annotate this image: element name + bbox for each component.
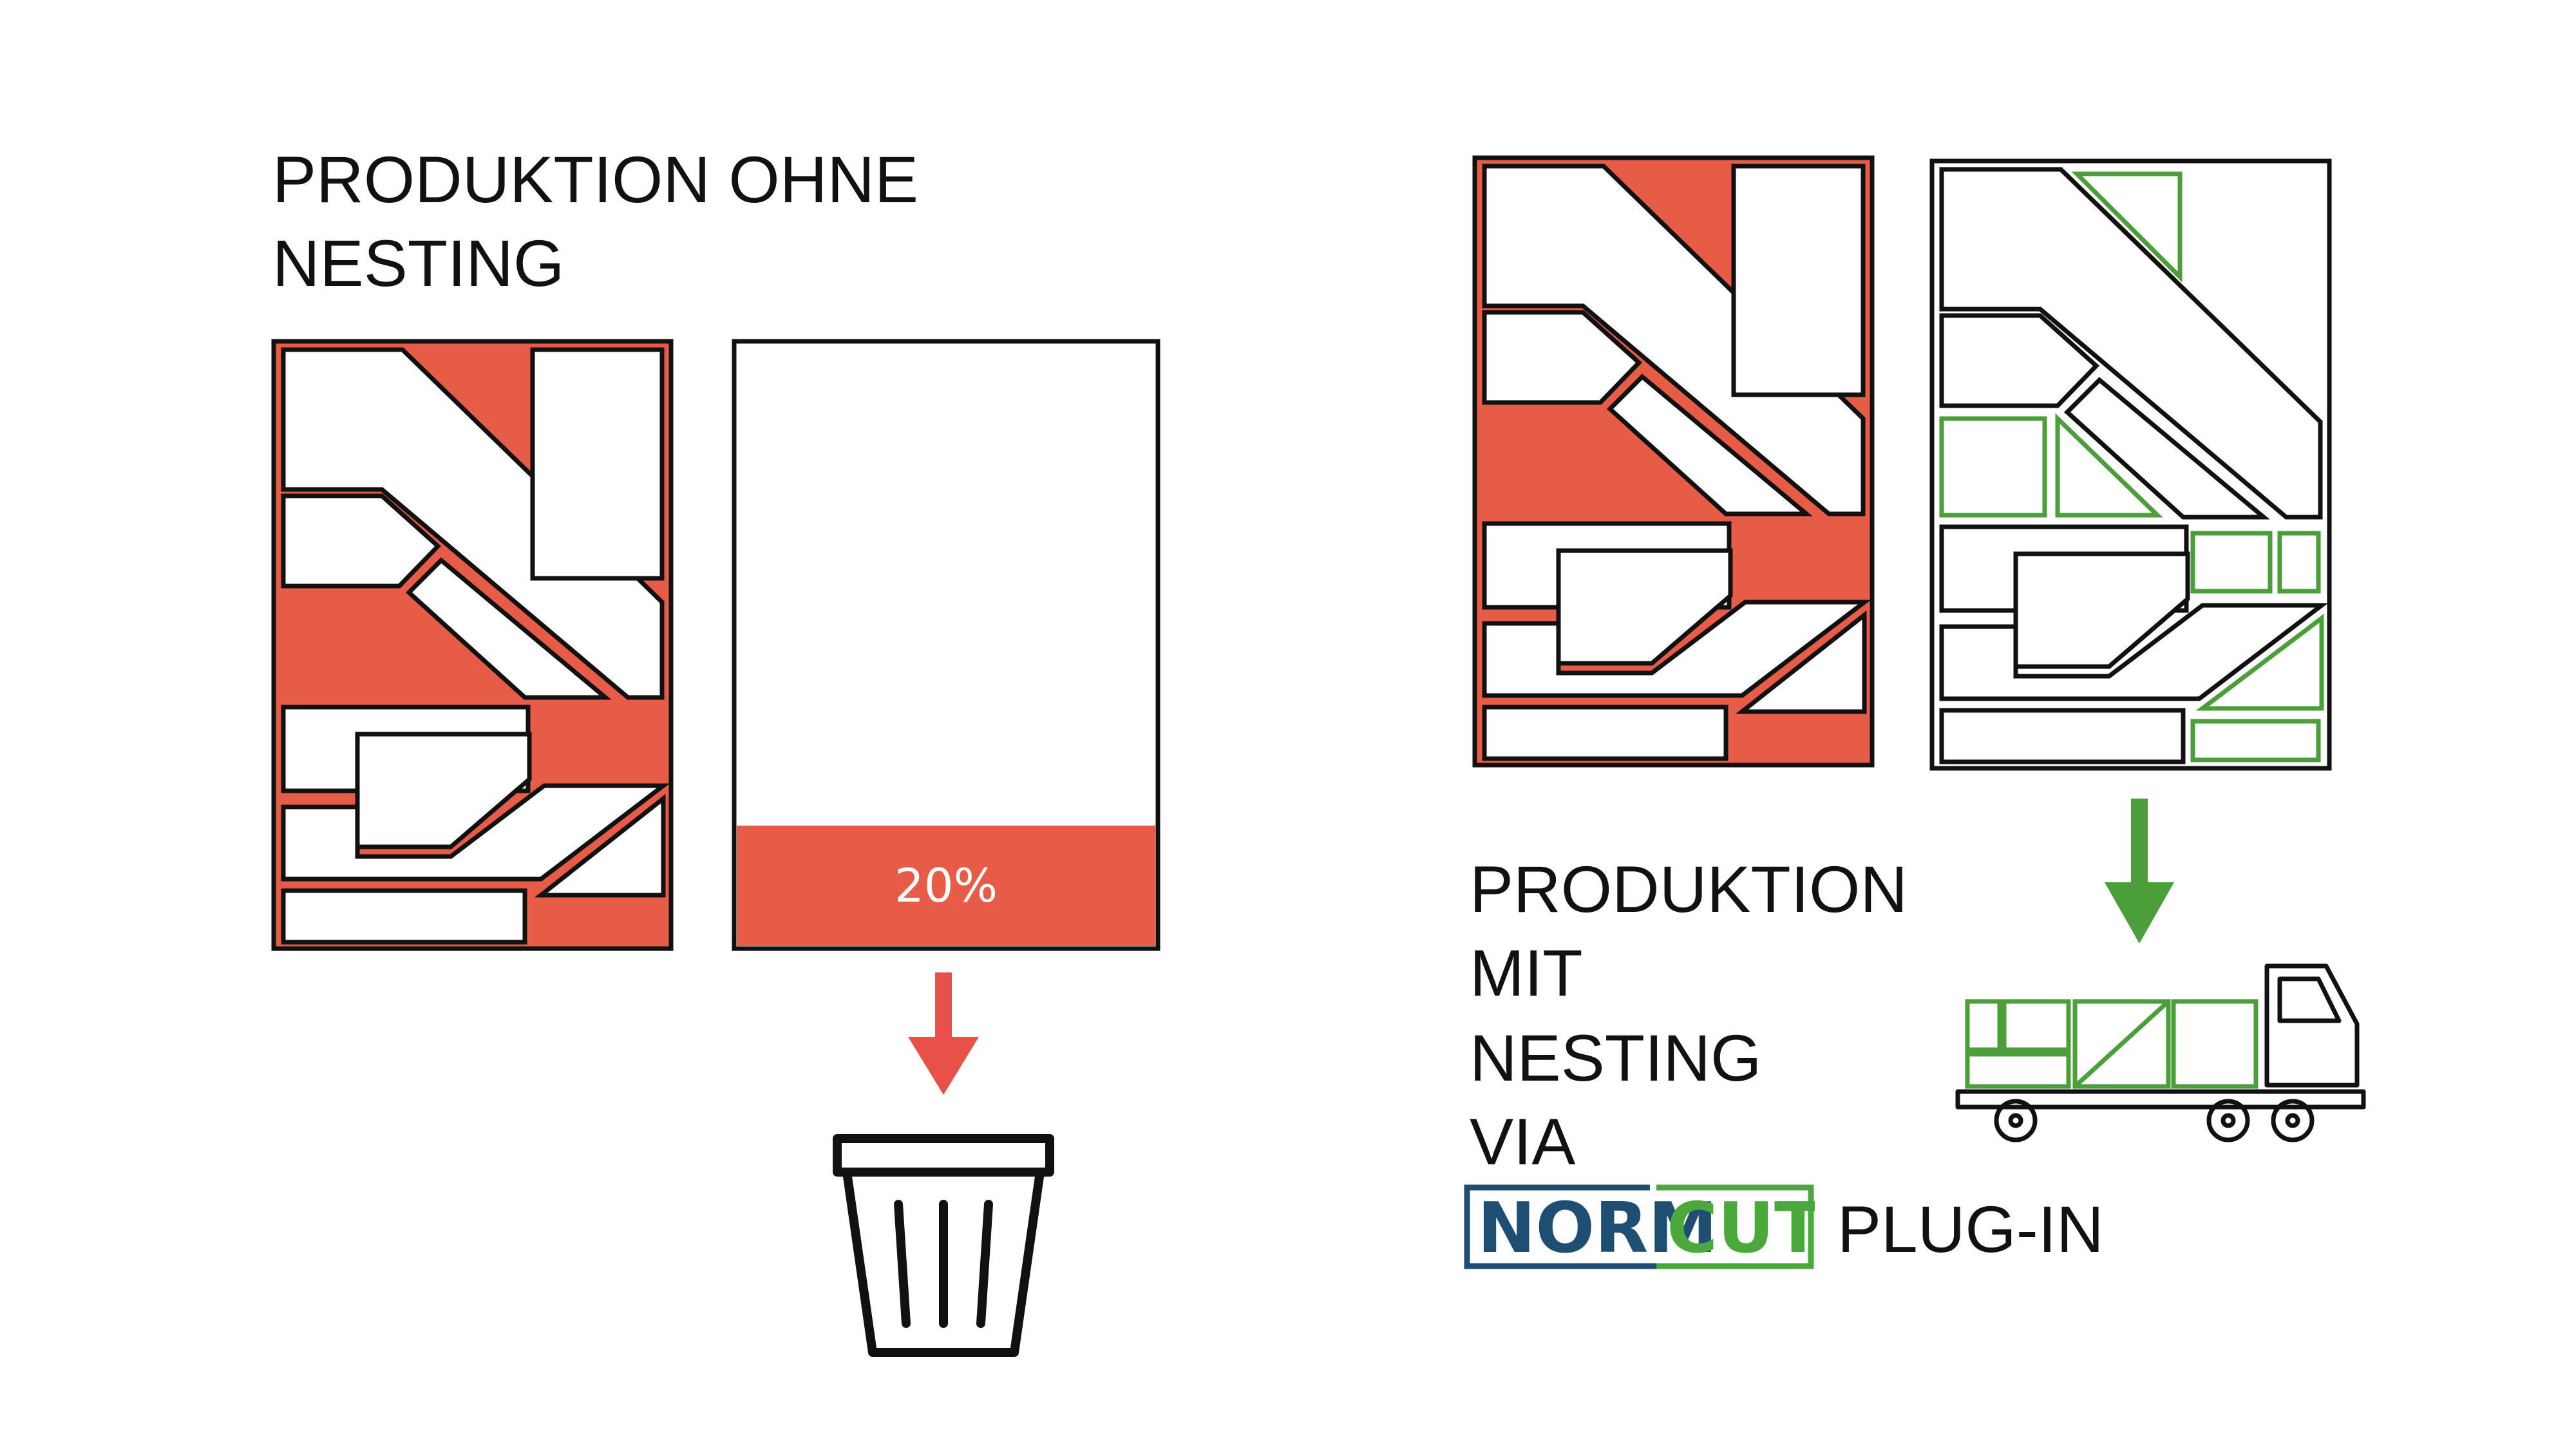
part-stepped-base [281, 783, 670, 882]
truck-icon [1955, 963, 2366, 1142]
part-diagonal-strip [405, 557, 612, 700]
nested-triangle-low [2195, 613, 2324, 711]
nested-rect-left [1939, 416, 2047, 518]
right-title-line-4: VIA [1470, 1105, 1576, 1179]
part-triangle-right [534, 793, 666, 898]
part-large-diagonal [281, 347, 665, 700]
sheet-with-nesting-1 [1472, 155, 1875, 768]
left-title-line-2: NESTING [272, 227, 565, 300]
arrow-down-icon [2105, 799, 2174, 943]
waste-fill-bar [737, 826, 1155, 946]
trash-can-icon [833, 1134, 1054, 1357]
arrow-down-icon [908, 972, 979, 1095]
part-tall-top-right [530, 347, 665, 581]
sheet-with-nesting-2 [1929, 158, 2332, 771]
left-title-line-1: PRODUKTION OHNE [272, 143, 919, 216]
nested-triangle-mid [2055, 413, 2163, 518]
nested-rect-bottom [2190, 719, 2321, 762]
part-bottom-bar [281, 888, 527, 945]
part-mid-left [281, 493, 442, 589]
right-title-line-3: NESTING [1470, 1021, 1762, 1095]
logo-text-norm: NORM [1477, 1188, 1718, 1269]
nested-rect-small-2 [2277, 531, 2321, 594]
normcut-logo: NORM CUT [1464, 1184, 1815, 1269]
logo-text-cut: CUT [1667, 1188, 1815, 1269]
nested-triangle-top [2071, 171, 2183, 283]
nested-rect-small-1 [2190, 531, 2273, 594]
waste-sheet: 20% [732, 339, 1160, 951]
right-title-line-2: MIT [1470, 936, 1583, 1010]
waste-percent-label: 20% [895, 858, 998, 913]
sheet-without-nesting [271, 339, 674, 951]
right-title-line-1: PRODUKTION [1470, 853, 1908, 926]
plugin-label: PLUG-IN [1837, 1193, 2104, 1266]
